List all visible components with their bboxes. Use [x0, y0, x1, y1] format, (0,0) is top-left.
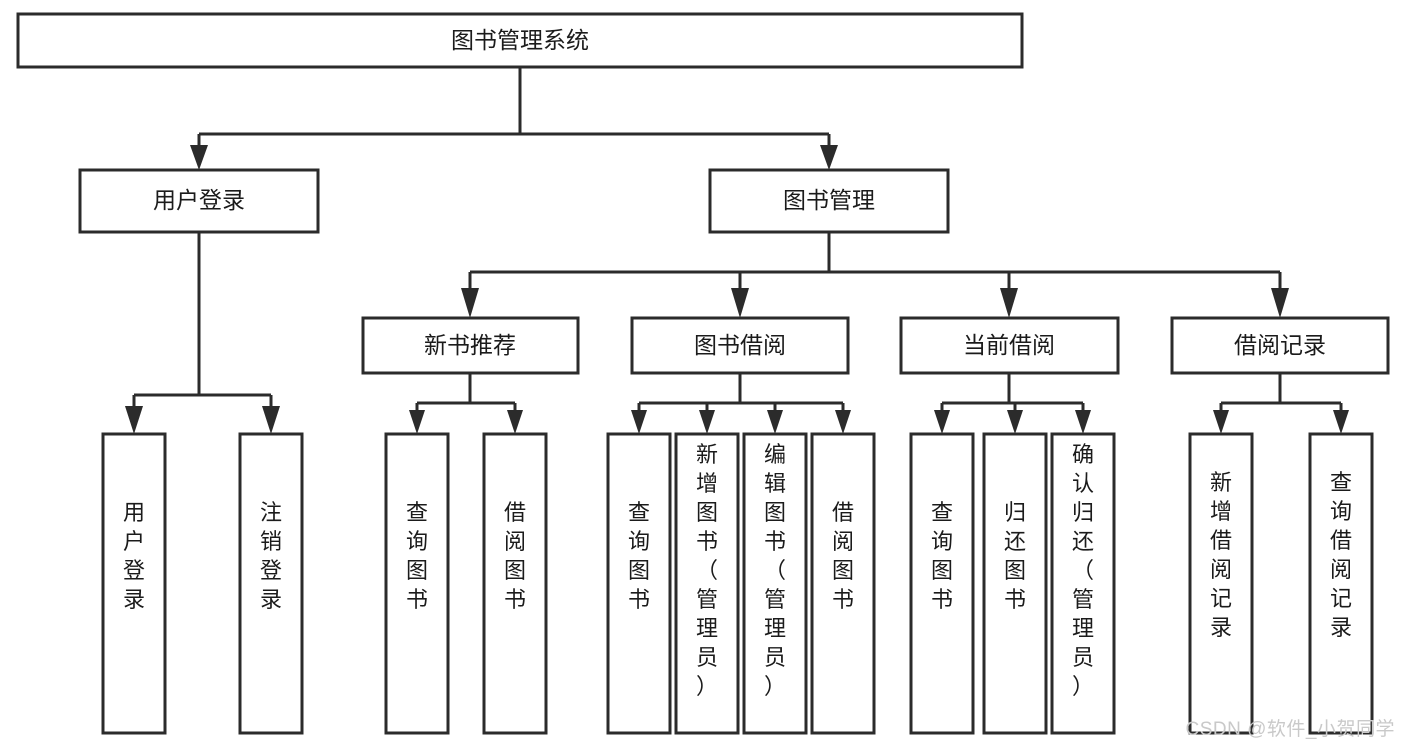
node-leaf-query-book-1-box[interactable]: [384, 432, 450, 735]
node-book-manage-box[interactable]: [708, 168, 950, 234]
arrow-head-leaf-user-login: [125, 406, 143, 434]
node-leaf-borrow-book-2-label: 借阅图书: [832, 500, 854, 612]
arrow-head-book-manage: [820, 145, 838, 170]
node-leaf-user-login[interactable]: 用户登录: [101, 432, 167, 735]
node-leaf-query-book-3-label: 查询图书: [931, 500, 953, 612]
arrow-head-leaf-query-record: [1333, 410, 1349, 434]
connector-layer: [125, 67, 1349, 434]
node-leaf-edit-book-label: 编辑图书（管理员）: [764, 442, 786, 699]
node-leaf-add-book-box[interactable]: [674, 432, 740, 735]
arrow-head-leaf-query-book-1: [409, 410, 425, 434]
node-leaf-query-book-3-box[interactable]: [909, 432, 975, 735]
node-borrow-record[interactable]: 借阅记录: [1170, 316, 1390, 375]
arrow-head-leaf-borrow-book-2: [835, 410, 851, 434]
arrow-head-leaf-add-book: [699, 410, 715, 434]
node-leaf-edit-book-box[interactable]: [742, 432, 808, 735]
node-leaf-user-logout-label: 注销登录: [260, 500, 282, 612]
node-borrow-record-box[interactable]: [1170, 316, 1390, 375]
node-leaf-add-record-label: 新增借阅记录: [1210, 470, 1232, 640]
node-leaf-query-book-1-label: 查询图书: [406, 500, 428, 612]
node-leaf-query-book-2-box[interactable]: [606, 432, 672, 735]
node-leaf-query-book-1[interactable]: 查询图书: [384, 432, 450, 735]
node-new-book-rec-label: 新书推荐: [424, 332, 516, 358]
arrow-head-book-borrow: [731, 288, 749, 318]
node-root-label: 图书管理系统: [451, 27, 589, 53]
node-root[interactable]: 图书管理系统: [16, 12, 1024, 69]
node-book-borrow-box[interactable]: [630, 316, 850, 375]
arrow-head-leaf-confirm-return: [1075, 410, 1091, 434]
node-current-borrow[interactable]: 当前借阅: [899, 316, 1120, 375]
node-leaf-borrow-book-2-box[interactable]: [810, 432, 876, 735]
node-user-login-box[interactable]: [78, 168, 320, 234]
node-leaf-borrow-book-1-box[interactable]: [482, 432, 548, 735]
node-leaf-add-book[interactable]: 新增图书（管理员）: [674, 432, 740, 735]
node-leaf-add-book-label: 新增图书（管理员）: [696, 442, 718, 699]
arrow-head-leaf-user-logout: [262, 406, 280, 434]
node-leaf-borrow-book-1[interactable]: 借阅图书: [482, 432, 548, 735]
node-leaf-return-book-box[interactable]: [982, 432, 1048, 735]
node-leaf-confirm-return-box[interactable]: [1050, 432, 1116, 735]
node-leaf-query-book-2-label: 查询图书: [628, 500, 650, 612]
arrow-head-leaf-add-record: [1213, 410, 1229, 434]
node-leaf-query-book-2[interactable]: 查询图书: [606, 432, 672, 735]
node-new-book-rec[interactable]: 新书推荐: [361, 316, 580, 375]
node-book-borrow[interactable]: 图书借阅: [630, 316, 850, 375]
node-current-borrow-label: 当前借阅: [963, 332, 1055, 358]
node-leaf-confirm-return[interactable]: 确认归还（管理员）: [1050, 432, 1116, 735]
node-leaf-return-book-label: 归还图书: [1004, 500, 1026, 612]
node-leaf-query-record-label: 查询借阅记录: [1330, 470, 1352, 640]
arrow-head-leaf-return-book: [1007, 410, 1023, 434]
arrow-head-leaf-query-book-3: [934, 410, 950, 434]
node-book-manage-label: 图书管理: [783, 187, 875, 213]
node-leaf-confirm-return-label: 确认归还（管理员）: [1072, 442, 1094, 699]
node-leaf-query-record-box[interactable]: [1308, 432, 1374, 735]
node-leaf-query-record[interactable]: 查询借阅记录: [1308, 432, 1374, 735]
node-leaf-add-record[interactable]: 新增借阅记录: [1188, 432, 1254, 735]
csdn-watermark: CSDN @软件_小贺同学: [1185, 719, 1395, 740]
node-new-book-rec-box[interactable]: [361, 316, 580, 375]
node-book-borrow-label: 图书借阅: [694, 332, 786, 358]
node-borrow-record-label: 借阅记录: [1234, 332, 1326, 358]
arrow-head-new-book-rec: [461, 288, 479, 318]
node-leaf-user-logout-box[interactable]: [238, 432, 304, 735]
node-current-borrow-box[interactable]: [899, 316, 1120, 375]
node-leaf-add-record-box[interactable]: [1188, 432, 1254, 735]
node-leaf-user-login-box[interactable]: [101, 432, 167, 735]
node-user-login[interactable]: 用户登录: [78, 168, 320, 234]
arrow-head-leaf-borrow-book-1: [507, 410, 523, 434]
node-leaf-return-book[interactable]: 归还图书: [982, 432, 1048, 735]
arrow-head-current-borrow: [1000, 288, 1018, 318]
arrow-head-leaf-edit-book: [767, 410, 783, 434]
node-leaf-user-logout[interactable]: 注销登录: [238, 432, 304, 735]
arrow-head-user-login: [190, 145, 208, 170]
arrow-head-borrow-record: [1271, 288, 1289, 318]
node-book-manage[interactable]: 图书管理: [708, 168, 950, 234]
arrow-head-leaf-query-book-2: [631, 410, 647, 434]
node-leaf-borrow-book-2[interactable]: 借阅图书: [810, 432, 876, 735]
node-user-login-label: 用户登录: [153, 187, 245, 213]
node-root-box[interactable]: [16, 12, 1024, 69]
node-leaf-query-book-3[interactable]: 查询图书: [909, 432, 975, 735]
node-leaf-user-login-label: 用户登录: [123, 500, 145, 612]
node-leaf-edit-book[interactable]: 编辑图书（管理员）: [742, 432, 808, 735]
node-leaf-borrow-book-1-label: 借阅图书: [504, 500, 526, 612]
